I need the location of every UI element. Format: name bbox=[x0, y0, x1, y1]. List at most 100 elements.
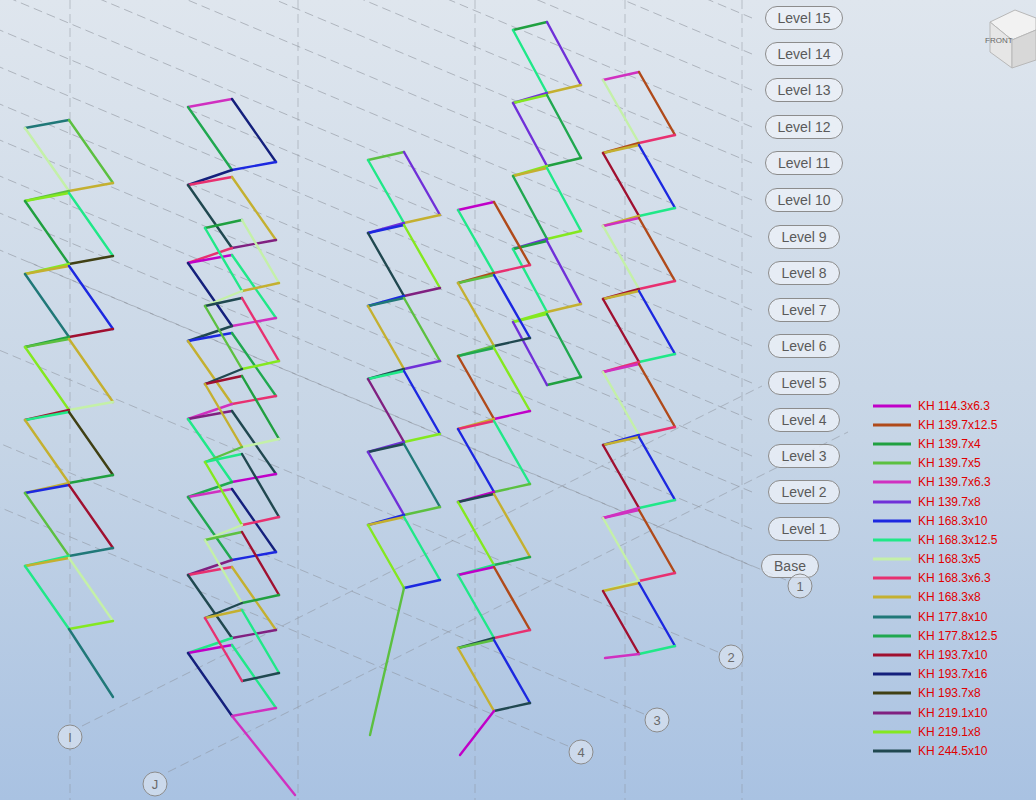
brace-member bbox=[494, 494, 530, 557]
brace-member bbox=[232, 716, 295, 795]
legend-swatch bbox=[873, 673, 911, 676]
legend-swatch bbox=[873, 423, 911, 426]
profile-name: KH 139.7x5 bbox=[918, 456, 981, 470]
brace-member bbox=[603, 226, 639, 289]
bubble-circle bbox=[645, 708, 669, 732]
level-name: Base bbox=[774, 558, 806, 574]
legend-swatch bbox=[873, 654, 911, 657]
brace-member bbox=[513, 166, 547, 176]
brace-member bbox=[368, 160, 404, 223]
brace-member bbox=[458, 640, 494, 648]
level-name: Level 13 bbox=[778, 82, 831, 98]
brace-member bbox=[242, 532, 279, 595]
brace-member bbox=[69, 402, 113, 410]
brace-member bbox=[69, 256, 113, 264]
brace-member bbox=[242, 376, 279, 439]
grid-axis bbox=[26, 261, 786, 580]
profile-name: KH 168.3x8 bbox=[918, 590, 981, 604]
brace-member bbox=[69, 339, 113, 402]
brace-member bbox=[639, 145, 675, 208]
brace-members bbox=[25, 22, 675, 795]
brace-member bbox=[603, 583, 639, 591]
brace-member bbox=[458, 421, 494, 429]
brace-member bbox=[404, 371, 440, 434]
legend-row: KH 244.5x10 bbox=[872, 741, 997, 760]
legend-swatch bbox=[873, 577, 911, 580]
brace-member bbox=[205, 369, 242, 384]
brace-member bbox=[460, 711, 494, 755]
level-name: Level 14 bbox=[778, 46, 831, 62]
level-line bbox=[0, 0, 752, 237]
level-line bbox=[0, 0, 752, 90]
brace-member bbox=[25, 128, 69, 191]
legend-sample bbox=[872, 709, 912, 717]
brace-member bbox=[603, 216, 639, 226]
brace-member bbox=[25, 193, 69, 201]
brace-member bbox=[458, 494, 494, 502]
legend-swatch bbox=[873, 404, 911, 407]
level-name: Level 9 bbox=[781, 229, 826, 245]
profile-name: KH 168.3x12.5 bbox=[918, 533, 997, 547]
brace-member bbox=[69, 475, 113, 483]
brace-member bbox=[639, 291, 675, 354]
brace-member bbox=[603, 299, 639, 362]
brace-member bbox=[458, 283, 494, 346]
brace-member bbox=[603, 437, 639, 445]
brace-member bbox=[368, 223, 404, 233]
level-tag: Level 6 bbox=[768, 334, 839, 358]
brace-member bbox=[368, 525, 404, 588]
brace-member bbox=[242, 220, 279, 283]
brace-member bbox=[513, 103, 547, 166]
brace-member bbox=[603, 510, 639, 518]
brace-member bbox=[494, 411, 530, 419]
brace-member bbox=[547, 241, 581, 304]
brace-member bbox=[69, 193, 113, 256]
brace-member bbox=[242, 595, 279, 603]
brace-member bbox=[547, 158, 581, 166]
brace-member bbox=[25, 483, 69, 493]
brace-member bbox=[25, 410, 69, 420]
brace-member bbox=[513, 168, 547, 176]
legend-swatch bbox=[873, 634, 911, 637]
brace-member bbox=[639, 208, 675, 216]
brace-member bbox=[205, 610, 242, 618]
brace-member bbox=[188, 107, 232, 170]
brace-member bbox=[458, 419, 494, 429]
brace-member bbox=[494, 202, 530, 265]
grid-bubble: I bbox=[57, 724, 83, 750]
legend-sample bbox=[872, 632, 912, 640]
brace-member bbox=[639, 427, 675, 435]
grid-bubble: J bbox=[142, 771, 168, 797]
brace-member bbox=[205, 220, 242, 228]
brace-member bbox=[513, 249, 547, 312]
level-tag: Level 5 bbox=[768, 371, 839, 395]
brace-member bbox=[639, 354, 675, 362]
brace-member bbox=[205, 540, 242, 603]
brace-member bbox=[69, 485, 113, 548]
brace-member bbox=[205, 291, 242, 306]
level-name: Level 1 bbox=[781, 521, 826, 537]
legend-row: KH 177.8x10 bbox=[872, 607, 997, 626]
brace-member bbox=[603, 445, 639, 508]
brace-member bbox=[205, 618, 242, 681]
brace-member bbox=[458, 273, 494, 283]
legend-sample bbox=[872, 402, 912, 410]
brace-member bbox=[69, 548, 113, 556]
profile-name: KH 193.7x10 bbox=[918, 648, 987, 662]
brace-member bbox=[603, 372, 639, 435]
level-tag: Level 13 bbox=[765, 78, 844, 102]
level-line bbox=[0, 0, 752, 310]
brace-member bbox=[205, 447, 242, 462]
brace-member bbox=[494, 338, 530, 346]
legend-row: KH 114.3x6.3 bbox=[872, 396, 997, 415]
brace-member bbox=[603, 218, 639, 226]
legend-sample bbox=[872, 689, 912, 697]
brace-member bbox=[25, 201, 69, 264]
profile-name: KH 177.8x10 bbox=[918, 610, 987, 624]
level-name: Level 6 bbox=[781, 338, 826, 354]
brace-member bbox=[205, 603, 242, 618]
level-name: Level 12 bbox=[778, 119, 831, 135]
legend-sample bbox=[872, 421, 912, 429]
brace-member bbox=[458, 492, 494, 502]
